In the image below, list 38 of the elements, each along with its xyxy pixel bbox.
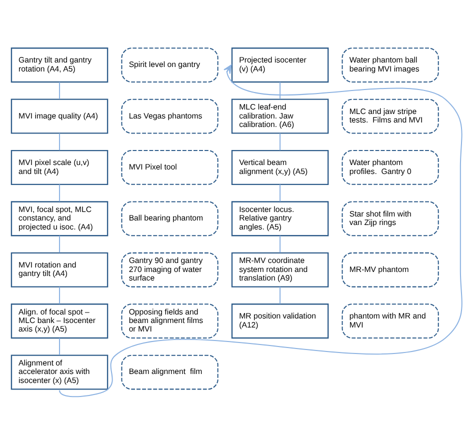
connector (59, 184, 60, 201)
connector (59, 338, 60, 355)
node-box: Star shot film with van Zijp rings (342, 200, 439, 236)
connector (280, 132, 281, 150)
connector (280, 184, 281, 201)
node-box: Vertical beam alignment (x,y) (A5) (231, 149, 329, 184)
node-box: MR-MV coordinate system rotation and translation (A9) (231, 252, 329, 287)
connector (280, 235, 281, 252)
connector (59, 132, 60, 150)
node-box: MVI Pixel tool (121, 150, 218, 184)
node-box: Spirit level on gantry (121, 47, 218, 82)
connector (280, 82, 281, 99)
connector (59, 235, 60, 252)
node-box: MVI, focal spot, MLC constancy, and projected u isoc. (A4) (10, 200, 108, 236)
node-box: MVI pixel scale (u,v) and tilt (A4) (10, 149, 108, 184)
node-box: MLC and jaw stripe tests. Films and MVI (342, 98, 439, 134)
node-box: Gantry tilt and gantry rotation (A4, A5) (10, 47, 108, 82)
node-box: MR position validation (A12) (231, 303, 329, 338)
node-box: MR-MV phantom (342, 252, 439, 287)
node-box: Water phantom profiles. Gantry 0 (342, 150, 439, 184)
arrow (59, 64, 462, 397)
node-box: Ball bearing phantom (121, 200, 218, 236)
node-box: Projected isocenter (v) (A4) (231, 47, 329, 82)
node-box: Beam alignment film (121, 354, 218, 390)
node-box: MVI rotation and gantry tilt (A4) (10, 252, 108, 287)
node-box: MVI image quality (A4) (10, 98, 108, 134)
connector (280, 286, 281, 304)
node-box: Isocenter locus. Relative gantry angles. (A5) (231, 200, 329, 236)
node-box: Align. of focal spot – MLC bank – Isocenter axis (x,y) (A5) (10, 303, 108, 338)
node-box: Water phantom ball bearing MVI images (342, 47, 439, 82)
node-box: Alignment of accelerator axis with isocenter (x) (A5) (10, 354, 108, 390)
node-box: MLC leaf-end calibration. Jaw calibration. (A6) (231, 98, 329, 134)
connector (59, 286, 60, 304)
node-box: Las Vegas phantoms (121, 98, 218, 134)
node-box: Opposing fields and beam alignment films or MVI (121, 303, 218, 338)
node-box: Gantry 90 and gantry 270 imaging of water surface (121, 252, 218, 287)
connector (59, 82, 60, 99)
node-box: phantom with MR and MVI (342, 303, 439, 338)
